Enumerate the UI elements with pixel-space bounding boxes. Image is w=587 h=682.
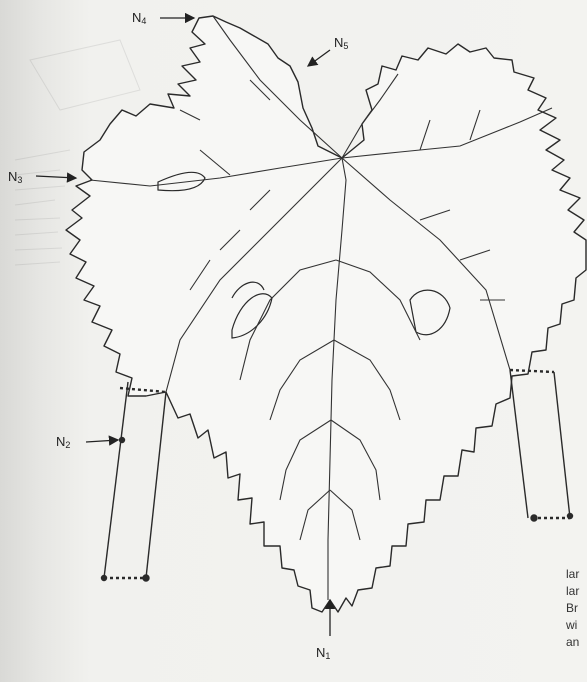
caption-fragment-line-3: Br <box>566 600 578 617</box>
left-measure-bracket <box>102 382 167 581</box>
n3-arrow <box>36 176 76 178</box>
caption-fragment-line-1: lar <box>566 566 579 583</box>
n2-arrow <box>86 440 118 442</box>
caption-fragment-line-2: lar <box>566 583 579 600</box>
caption-fragment-line-4: wi <box>566 617 577 634</box>
caption-fragment-line-5: an <box>566 634 579 651</box>
node-label-n4: N4 <box>132 11 146 26</box>
right-measure-bracket <box>510 370 573 521</box>
node-label-n1: N1 <box>316 646 330 661</box>
leaf-outline <box>66 16 586 612</box>
n5-arrow <box>308 50 330 66</box>
node-label-n3: N3 <box>8 170 22 185</box>
node-label-n5: N5 <box>334 36 348 51</box>
node-label-n2: N2 <box>56 435 70 450</box>
